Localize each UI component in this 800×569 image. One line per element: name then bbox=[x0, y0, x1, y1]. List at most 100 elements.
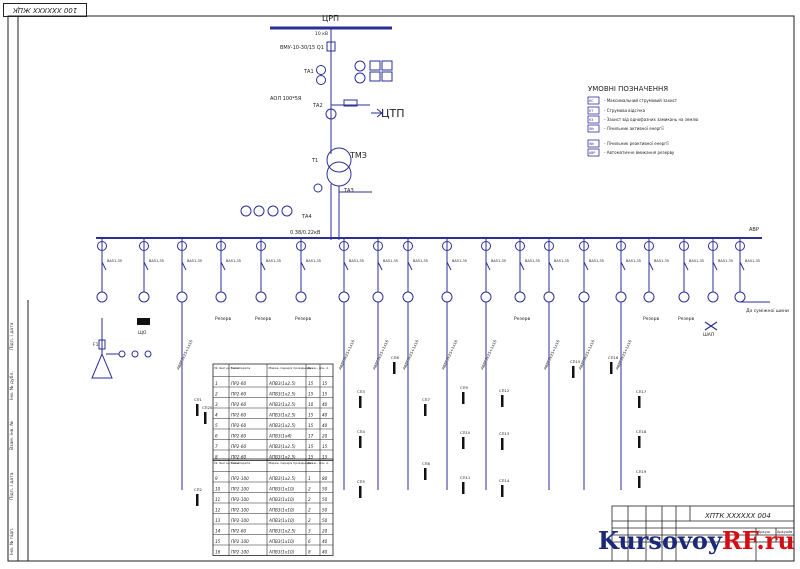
table-cell: 40 bbox=[322, 413, 328, 418]
load-сп1: СП1 bbox=[194, 397, 203, 416]
cable-label: АВВГ3х25+1х16 bbox=[371, 339, 389, 371]
table-header-cell: Марка, переріз провідника bbox=[269, 366, 312, 370]
load-bar bbox=[572, 366, 575, 378]
load-сп17: СП17 bbox=[636, 389, 647, 408]
load-сп3: СП3 bbox=[357, 389, 366, 408]
table-cell: АПВ3(1х2.5) bbox=[268, 392, 296, 397]
breaker-text: ВА51-35 bbox=[413, 259, 428, 263]
cable-label: АВВГ3х25+1х16 bbox=[542, 339, 560, 371]
table-cell: 1 bbox=[215, 381, 218, 386]
breaker-text: ВА51-35 bbox=[383, 259, 398, 263]
table-cell: 11 bbox=[215, 497, 221, 502]
legend-item: - Максимальний струмовий захист bbox=[604, 98, 678, 103]
load-label: СП13 bbox=[499, 431, 510, 436]
table-cell: ПР2-100 bbox=[231, 508, 249, 513]
load-label: СП14 bbox=[499, 478, 510, 483]
fuse-branch bbox=[91, 318, 152, 379]
table-frame bbox=[212, 458, 334, 556]
table-cell: 20 bbox=[322, 529, 328, 534]
table-cell: 12 bbox=[215, 508, 221, 513]
table-cell: 50 bbox=[322, 487, 328, 492]
load-label: СП20 bbox=[202, 405, 213, 410]
breaker-contact bbox=[181, 261, 187, 271]
breaker-contact bbox=[548, 261, 554, 271]
sheets-label: Аркушів bbox=[777, 530, 792, 534]
table-header-cell: Тип апарата bbox=[230, 366, 251, 370]
source-voltage: 10 кВ bbox=[315, 31, 328, 37]
cable-run: АВВГ3х25+1х16 bbox=[479, 302, 498, 490]
legend-item: - Лічильник реактивної енергії bbox=[604, 141, 670, 146]
table-cell: АПВ3(1х2.5) bbox=[268, 444, 296, 449]
reserve-label: Резерв bbox=[678, 316, 695, 322]
ctp-label: ЦТП bbox=[381, 107, 405, 120]
table-cell: АПВ3(1х2.5) bbox=[268, 529, 296, 534]
breaker-contact bbox=[143, 261, 149, 271]
load-сп13: СП13 bbox=[499, 431, 510, 450]
cable-label: АВВГ3х25+1х16 bbox=[577, 339, 595, 371]
load-сп8: СП8 bbox=[422, 461, 431, 480]
ct-icon bbox=[578, 291, 590, 303]
table-header-cell: Довж., м bbox=[308, 366, 322, 370]
ct-icon bbox=[372, 291, 384, 303]
ta2-label: ТА2 bbox=[312, 103, 323, 109]
lv-meter-2 bbox=[253, 205, 265, 217]
table-cell: 13 bbox=[215, 518, 221, 523]
ta2-ct bbox=[325, 108, 337, 120]
load-сп12: СП12 bbox=[499, 388, 510, 407]
table-cell: ПР2-100 bbox=[231, 497, 249, 502]
f1-label: F1 bbox=[93, 342, 99, 348]
load-сп7: СП7 bbox=[422, 397, 431, 416]
table-cell: 3 bbox=[308, 529, 311, 534]
breaker-contact bbox=[343, 261, 349, 271]
ta4-label: ТА4 bbox=[301, 214, 312, 220]
table-cell: 15 bbox=[308, 423, 314, 428]
watermark-part1: Kursovoy bbox=[598, 526, 722, 555]
table-cell: 40 bbox=[322, 539, 328, 544]
feeder: ВА51-35 bbox=[96, 238, 122, 303]
ammeter-icon bbox=[97, 241, 107, 251]
table-cell: 50 bbox=[322, 518, 328, 523]
cable-run: АВВГ3х25+1х16 bbox=[577, 302, 596, 490]
ammeter-icon bbox=[216, 241, 226, 251]
transformer-type: ТМЗ bbox=[349, 151, 367, 160]
table-cell: 14 bbox=[215, 529, 221, 534]
table-cell: ПР2-60 bbox=[231, 381, 247, 386]
transformer-winding-hv bbox=[326, 147, 352, 173]
table-cell: АПВ3(1х2.5) bbox=[268, 402, 296, 407]
ct-icon bbox=[734, 291, 746, 303]
breaker-text: ВА51-35 bbox=[452, 259, 467, 263]
table-cell: АПВ3(1х10) bbox=[268, 487, 295, 492]
lv-meter-3 bbox=[267, 205, 279, 217]
load-сп5: СП5 bbox=[357, 479, 366, 498]
side-strip-text: Підп. і дата bbox=[9, 322, 15, 350]
table-cell: 6 bbox=[308, 539, 311, 544]
table-cell: 40 bbox=[322, 402, 328, 407]
table-cell: 80 bbox=[322, 476, 328, 481]
watermark-part2: RF.ru bbox=[721, 526, 795, 555]
feeder: ВА51-35 bbox=[372, 238, 398, 303]
load-сп18: СП18 bbox=[636, 429, 647, 448]
feeder: ВА51-35 bbox=[480, 238, 506, 303]
feeder: ВА51-35 bbox=[402, 238, 428, 303]
table-cell: 15 bbox=[322, 381, 328, 386]
breaker-contact bbox=[300, 261, 306, 271]
ct-icon bbox=[678, 291, 690, 303]
table-header-cell: Марка, переріз провідника bbox=[269, 461, 312, 465]
table-cell: 2 bbox=[308, 497, 311, 502]
ct-label: АОЛ 100*5Я bbox=[270, 96, 301, 102]
legend-code: КЗ bbox=[589, 118, 593, 122]
ammeter-icon bbox=[579, 241, 589, 251]
ta1-label: ТА1 bbox=[303, 69, 314, 75]
table-cell: 2 bbox=[308, 508, 311, 513]
feeder: ВА51-35 bbox=[338, 238, 364, 303]
ct-icon bbox=[402, 291, 414, 303]
legend: УМОВНІ ПОЗНАЧЕННЯ КС КТ КЗ Wh Wh АВР - М… bbox=[587, 85, 699, 157]
lv-meter-1 bbox=[240, 205, 252, 217]
ammeter-icon bbox=[296, 241, 306, 251]
drawing-frame bbox=[7, 15, 795, 562]
table-cell: 10 bbox=[308, 402, 314, 407]
legend-item: - Автоматичне вмикання резерву bbox=[604, 150, 675, 155]
reserve-label: Резерв bbox=[295, 316, 312, 322]
cable-label: АВВГ3х25+1х16 bbox=[479, 339, 497, 371]
